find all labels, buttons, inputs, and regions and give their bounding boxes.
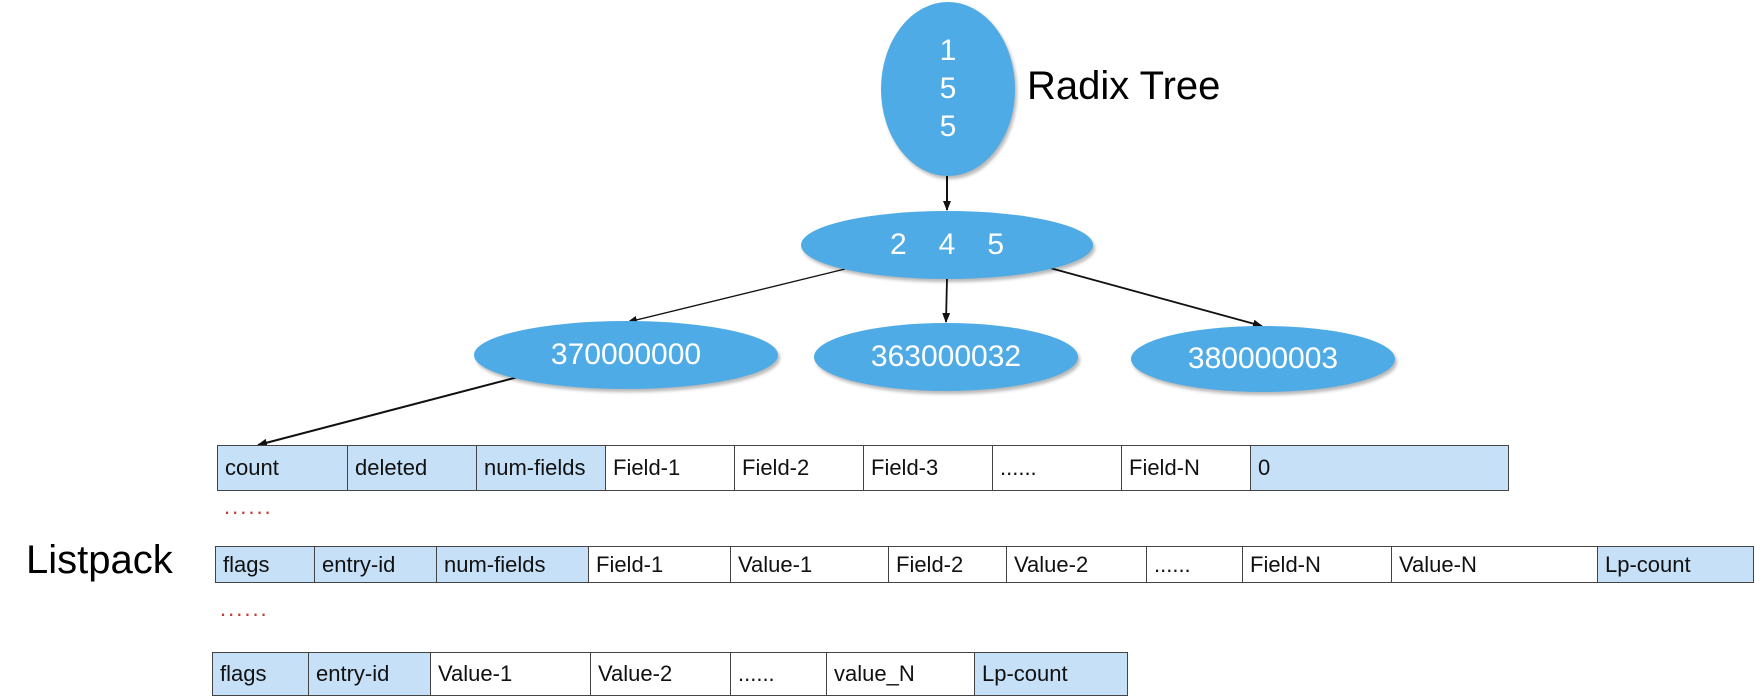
- listpack-master-entry-row: count deleted num-fields Field-1 Field-2…: [217, 445, 1509, 491]
- entry-value-cell: Value-1: [431, 653, 591, 695]
- entry-lp-count-cell: Lp-count: [975, 653, 1127, 695]
- radix-mid-node: 2 4 5: [801, 211, 1093, 279]
- master-entry-terminator-cell: 0: [1251, 446, 1508, 490]
- entry-ellipsis-cell: ......: [1147, 547, 1243, 582]
- entry-field-cell: Field-1: [589, 547, 731, 582]
- edge-mid-to-leaf-3: [1049, 267, 1263, 328]
- entry-flags-cell: flags: [213, 653, 309, 695]
- entry-value-cell: value_N: [827, 653, 975, 695]
- master-entry-deleted-cell: deleted: [348, 446, 477, 490]
- listpack-same-fields-entry-row: flags entry-id Value-1 Value-2 ...... va…: [212, 652, 1128, 696]
- master-entry-ellipsis-cell: ......: [993, 446, 1122, 490]
- entry-value-cell: Value-2: [591, 653, 731, 695]
- edge-mid-to-leaf-2: [942, 277, 951, 323]
- mid-node-char: 2: [889, 228, 907, 261]
- row-ellipsis: ......: [220, 596, 269, 621]
- master-entry-field-cell: Field-2: [735, 446, 864, 490]
- radix-tree-title: Radix Tree: [1027, 64, 1221, 108]
- edge-leaf-1-to-listpack: [257, 376, 519, 447]
- radix-root-node: 1 5 5: [881, 2, 1015, 176]
- root-node-char: 5: [939, 72, 957, 105]
- master-entry-num-fields-cell: num-fields: [477, 446, 606, 490]
- entry-ellipsis-cell: ......: [731, 653, 827, 695]
- entry-field-cell: Field-2: [889, 547, 1007, 582]
- mid-node-char: 5: [987, 228, 1005, 261]
- entry-value-cell: Value-2: [1007, 547, 1147, 582]
- entry-value-cell: Value-N: [1392, 547, 1598, 582]
- entry-num-fields-cell: num-fields: [437, 547, 589, 582]
- master-entry-count-cell: count: [218, 446, 348, 490]
- master-entry-field-cell: Field-N: [1122, 446, 1251, 490]
- row-ellipsis: ......: [224, 494, 273, 519]
- entry-id-cell: entry-id: [309, 653, 431, 695]
- root-node-char: 1: [939, 34, 957, 67]
- mid-node-char: 4: [938, 228, 956, 261]
- radix-leaf-node: 363000032: [814, 323, 1078, 391]
- root-node-char: 5: [939, 110, 957, 143]
- master-entry-field-cell: Field-1: [606, 446, 735, 490]
- entry-id-cell: entry-id: [315, 547, 437, 582]
- entry-value-cell: Value-1: [731, 547, 889, 582]
- entry-flags-cell: flags: [216, 547, 315, 582]
- radix-leaf-node: 370000000: [474, 321, 778, 389]
- master-entry-field-cell: Field-3: [864, 446, 993, 490]
- listpack-title: Listpack: [26, 538, 173, 582]
- radix-leaf-node: 380000003: [1131, 326, 1395, 392]
- listpack-entry-row: flags entry-id num-fields Field-1 Value-…: [215, 546, 1754, 583]
- edge-mid-to-leaf-1: [627, 268, 846, 324]
- entry-lp-count-cell: Lp-count: [1598, 547, 1753, 582]
- entry-field-cell: Field-N: [1243, 547, 1392, 582]
